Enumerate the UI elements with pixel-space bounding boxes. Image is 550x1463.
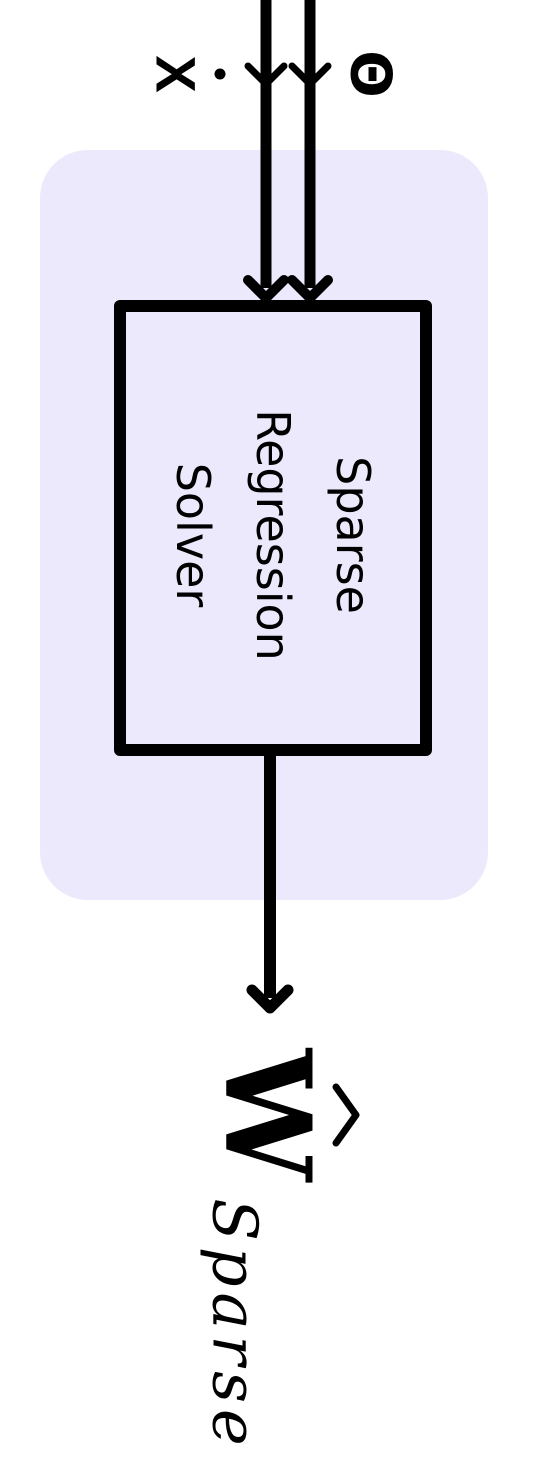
output-subscript-label: Sparse — [199, 1198, 272, 1451]
x-dot-input-chevron — [244, 62, 288, 88]
output-label: W — [199, 1047, 360, 1183]
output-arrowhead — [246, 984, 294, 1014]
theta-input-arrowhead — [287, 275, 333, 303]
x-dot-input-arrowhead — [243, 275, 289, 303]
output-subscript: Sparse — [199, 1198, 272, 1451]
theta-input-symbol: Θ — [338, 50, 403, 98]
solver-label-line-2: Regression — [246, 409, 300, 661]
theta-input-chevron — [288, 62, 332, 88]
output-w-symbol: W — [199, 1047, 338, 1183]
output-hat-decoration — [332, 1083, 360, 1147]
solver-label-line-3: Solver — [166, 463, 220, 608]
solver-label-line-1: Sparse — [326, 456, 380, 614]
x-dot-input-label: X — [145, 55, 226, 93]
sparse-regression-solver-box — [114, 300, 432, 756]
solver-label: Sparse Regression Solver — [166, 409, 380, 661]
theta-input-label: Θ — [338, 50, 403, 98]
x-dot-decoration — [214, 68, 226, 80]
x-dot-input-symbol: X — [145, 55, 208, 92]
